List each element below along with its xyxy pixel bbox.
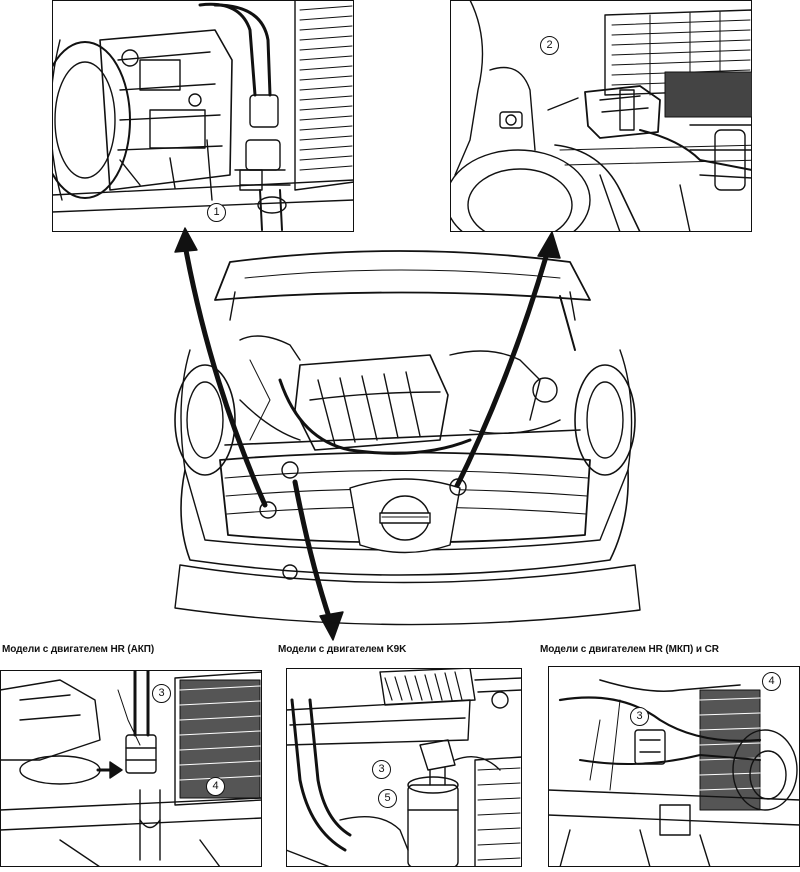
callout-4-hr-at: 4 <box>206 777 225 796</box>
callout-5-k9k: 5 <box>378 789 397 808</box>
callout-1: 1 <box>207 203 226 222</box>
callout-2: 2 <box>540 36 559 55</box>
detail-k9k <box>286 668 522 867</box>
pointer-arrows <box>174 227 561 641</box>
detail-hr-automatic <box>0 670 262 867</box>
caption-hr-at: Модели с двигателем HR (АКП) <box>2 644 155 655</box>
detail-top-right <box>450 0 752 232</box>
detail-hr-manual-cr <box>548 666 800 867</box>
detail-top-left <box>52 0 354 232</box>
callout-3-hr-at: 3 <box>152 684 171 703</box>
callout-3-hr-mt: 3 <box>630 707 649 726</box>
vehicle-overview <box>174 250 641 626</box>
caption-hr-mt-cr: Модели с двигателем HR (МКП) и CR <box>540 644 719 655</box>
caption-k9k: Модели с двигателем K9K <box>278 644 407 655</box>
callout-4-hr-mt: 4 <box>762 672 781 691</box>
callout-3-k9k: 3 <box>372 760 391 779</box>
